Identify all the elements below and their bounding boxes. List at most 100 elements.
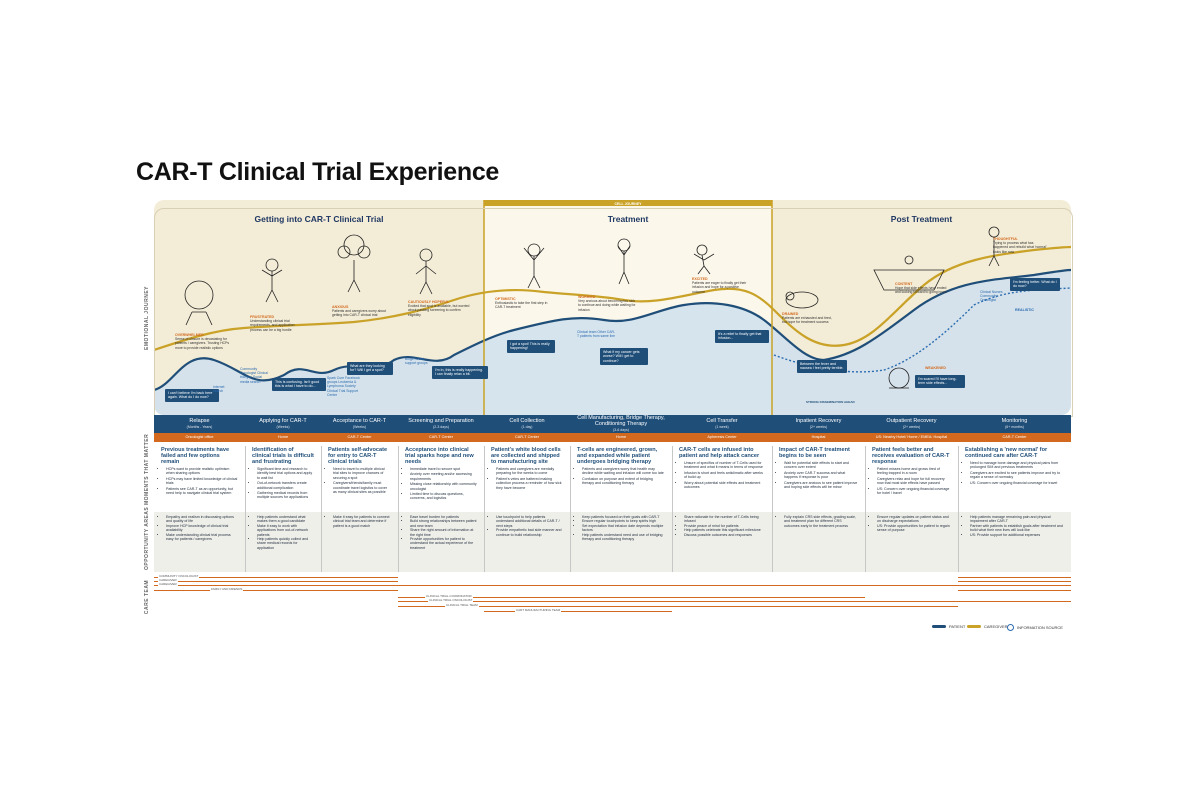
quote-monitoring: I'm feeling better. What do I do now? [1010,278,1060,291]
stage-duration: (3-6 days) [613,428,629,432]
quote-inpatient: Between the fever and nausea I feel pret… [797,360,847,373]
stage-6: Cell Transfer(1 week) [672,415,772,433]
quote-outpatient: I'm scared I'll have long-term side effe… [915,375,965,388]
moment-bullet: Limited time to discuss questions, conce… [410,492,477,501]
opportunity-column-8: Ensure regular updates on patient status… [872,515,951,533]
stage-name: Cell Collection [509,418,545,424]
opportunity-bullet: Provide opportunities for patient to und… [410,537,477,550]
location-7: Hospital [811,435,826,440]
moment-column-1: Identification of clinical trials is dif… [252,447,314,501]
care-team-line [484,611,672,612]
column-divider [958,446,959,572]
opportunity-bullet: Ensure regular touchpoints to keep spiri… [582,519,665,523]
opportunity-bullet: Help patients manage remaining pain and … [970,515,1064,524]
moment-bullet: Anxiety over meeting and/or accessing re… [410,472,477,481]
stage-2: Acceptance to CAR-T(Weeks) [321,415,398,433]
stage-1: Applying for CAR-T(Weeks) [245,415,321,433]
opportunity-column-2: Make it easy for patients to connect cli… [328,515,391,528]
opportunity-bullet: Help patients understand what makes them… [257,515,314,524]
moment-bullet: Patient misses home and grows tired of f… [877,467,951,476]
opportunity-bullet: Build strong relationships between patie… [410,519,477,528]
moment-bullet: Patient's veins are battered making coll… [496,477,563,490]
page-title: CAR-T Clinical Trial Experience [136,158,500,186]
opportunity-bullet: Partner with patients to establish goals… [970,524,1064,533]
opportunity-bullet: Help patients celebrate this significant… [684,528,765,532]
care-team-label: COMMUNITY ONCOLOGIST [158,573,200,578]
stage-band: Relapse(Months - Years)Applying for CAR-… [154,415,1071,433]
moment-bullet: Significant time and research to identif… [257,467,314,480]
opportunity-bullet: Share rationale for the number of T-Cell… [684,515,765,524]
opportunity-bullet: Provide peace of mind for patients [684,524,765,528]
moment-bullet: Missing close relationship with communit… [410,482,477,491]
care-team-line [958,581,1071,582]
moment-bullet: Caregivers/friends/family must coordinat… [333,481,391,494]
stage-name: Screening and Preparation [408,418,474,424]
stage-8: Outpatient Recovery(2+ weeks) [865,415,958,433]
stage-0: Relapse(Months - Years) [154,415,245,433]
moment-column-9: Establishing a 'new normal' for continue… [965,447,1064,486]
stage-name: Outpatient Recovery [886,418,937,424]
location-5: Home [615,435,627,440]
quote-manufacturing: What if my cancer gets worse? Will I get… [600,348,648,365]
opportunity-bullet: Make it easy to work with applications f… [257,524,314,537]
care-team-line [958,590,1071,591]
opportunity-bullet: Discuss possible outcomes and responses [684,533,765,537]
care-team-label: CAREGIVER [158,577,178,582]
location-6: Apheresis Center [707,435,737,440]
phase-title-treatment: Treatment [607,214,649,224]
quote-applying: This is confusing. Isn't good this is wh… [272,378,326,391]
moment-bullet: Infusion is short and feels anticlimatic… [684,471,765,480]
info-source-internet: Internet search [213,385,225,394]
emotion-weakened: WEAKENED [925,366,946,370]
moment-bullet: Need to manage bone damage and physical … [970,461,1064,470]
figure-overwhelmed [184,280,214,326]
column-divider [672,446,673,572]
column-divider [570,446,571,572]
figure-anxious [337,234,371,293]
care-team-label: CLINICAL TRIAL ONCOLOGIST [428,597,474,602]
cell-journey-bracket [484,200,772,206]
opportunity-bullet: Use touchpoint to help patients understa… [496,515,563,528]
phase-title-getting-in: Getting into CAR-T Clinical Trial [254,214,384,224]
opportunity-column-4: Use touchpoint to help patients understa… [491,515,563,537]
opportunity-bullet: Ensure regular updates on patient status… [877,515,951,524]
stage-duration: (Months - Years) [186,425,213,429]
stage-name: Monitoring [1001,418,1028,424]
moment-title: Identification of clinical trials is dif… [252,447,314,465]
stage-4: Cell Collection(1 day) [484,415,570,433]
emotion-strong-dissemination: STRONG DISSEMINATION AHEAD [806,400,855,404]
figure-excited [693,244,715,275]
column-divider [772,446,773,572]
info-source-acceptance: Spark Cure Facebook groups Leukemia & Ly… [327,376,360,397]
moment-title: T-cells are engineered, grown, and expan… [577,447,658,465]
location-8: US: Nearby Hotel/ Home / EMEA: Hospital [875,435,948,440]
patient-area [154,270,1071,415]
moment-column-6: CAR-T cells are infused into patient and… [679,447,765,490]
journey-map-background [154,200,1071,415]
moment-title: Patients self-advocate for entry to CAR-… [328,447,388,465]
moment-column-3: Acceptance into clinical trial sparks ho… [405,447,477,502]
opportunity-bullet: US: Provide opportunities for patient to… [877,524,951,533]
column-divider [245,446,246,572]
quote-screening: I'm in, this is really happening. I can … [432,366,488,379]
quote-cell-transfer: It's a relief to finally get that infusi… [715,330,769,343]
moment-title: Impact of CAR-T treatment begins to be s… [779,447,850,459]
side-label-care-team: CARE TEAM [144,579,150,615]
cell-journey-tag: CELL JOURNEY [614,202,642,206]
care-team-line [398,601,1071,602]
moment-title: Patient feels better and receives evalua… [872,447,950,465]
stage-name: Relapse [189,418,210,424]
opportunity-bullet: Make it easy for patients to connect cli… [333,515,391,528]
care-team-line [398,606,958,607]
moment-column-4: Patient's white blood cells are collecte… [491,447,563,491]
figure-optimistic [523,243,545,289]
opportunity-bullet: Make understanding clinical trial proces… [166,533,238,542]
stage-3: Screening and Preparation(2-3 days) [398,415,484,433]
moment-title: Patient's white blood cells are collecte… [491,447,561,465]
quote-cell-collection: I got a spot! This is really happening! [507,340,555,353]
